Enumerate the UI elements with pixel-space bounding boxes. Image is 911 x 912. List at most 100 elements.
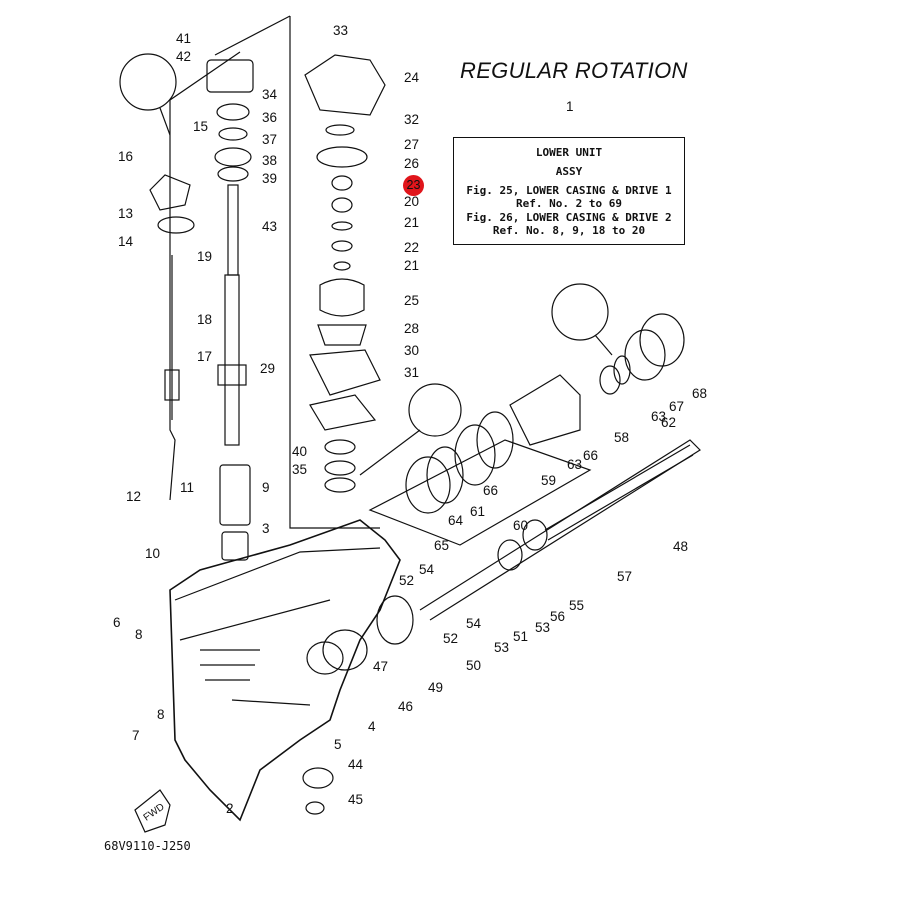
part-callout-63[interactable]: 63 bbox=[567, 457, 583, 472]
part-callout-65[interactable]: 65 bbox=[434, 538, 450, 553]
part-callout-44[interactable]: 44 bbox=[348, 757, 364, 772]
part-callout-58[interactable]: 58 bbox=[614, 430, 630, 445]
part-callout-55[interactable]: 55 bbox=[569, 598, 585, 613]
seal-35a bbox=[324, 460, 356, 476]
part-callout-53[interactable]: 53 bbox=[494, 640, 510, 655]
part-callout-39[interactable]: 39 bbox=[262, 171, 278, 186]
part-callout-67[interactable]: 67 bbox=[669, 399, 685, 414]
part-callout-53[interactable]: 53 bbox=[535, 620, 551, 635]
ring-nut-68 bbox=[624, 329, 666, 381]
part-callout-45[interactable]: 45 bbox=[348, 792, 364, 807]
part-callout-26[interactable]: 26 bbox=[404, 156, 420, 171]
part-callout-17[interactable]: 17 bbox=[197, 349, 213, 364]
part-callout-36[interactable]: 36 bbox=[262, 110, 278, 125]
part-callout-21[interactable]: 21 bbox=[404, 215, 420, 230]
part-callout-38[interactable]: 38 bbox=[262, 153, 278, 168]
part-callout-18[interactable]: 18 bbox=[197, 312, 213, 327]
part-callout-12[interactable]: 12 bbox=[126, 489, 142, 504]
part-callout-35[interactable]: 35 bbox=[292, 462, 308, 477]
part-callout-6[interactable]: 6 bbox=[113, 615, 121, 630]
callout-1: 1 bbox=[566, 99, 574, 114]
part-callout-3[interactable]: 3 bbox=[262, 521, 270, 536]
legend-line-5: Fig. 26, LOWER CASING & DRIVE 2 bbox=[466, 211, 672, 224]
part-callout-8[interactable]: 8 bbox=[135, 627, 143, 642]
part-callout-10[interactable]: 10 bbox=[145, 546, 161, 561]
part-callout-59[interactable]: 59 bbox=[541, 473, 557, 488]
part-callout-31[interactable]: 31 bbox=[404, 365, 420, 380]
part-callout-4[interactable]: 4 bbox=[368, 719, 376, 734]
part-callout-11[interactable]: 11 bbox=[180, 480, 195, 495]
part-callout-63[interactable]: 63 bbox=[651, 409, 667, 424]
part-callout-16[interactable]: 16 bbox=[118, 149, 134, 164]
part-callout-68[interactable]: 68 bbox=[692, 386, 708, 401]
rotation-title: REGULAR ROTATION bbox=[460, 58, 688, 83]
part-callout-7[interactable]: 7 bbox=[132, 728, 140, 743]
lower-casing-fins bbox=[200, 649, 311, 706]
highlighted-callout[interactable]: 23 bbox=[403, 175, 424, 196]
part-callout-40[interactable]: 40 bbox=[292, 444, 308, 459]
part-callout-50[interactable]: 50 bbox=[466, 658, 482, 673]
part-callout-42[interactable]: 42 bbox=[176, 49, 192, 64]
bearing-61 bbox=[454, 424, 496, 486]
part-callout-61[interactable]: 61 bbox=[470, 504, 486, 519]
part-callout-22[interactable]: 22 bbox=[404, 240, 420, 255]
part-callout-2[interactable]: 2 bbox=[226, 801, 234, 816]
bearing-4 bbox=[322, 629, 368, 671]
part-callout-15[interactable]: 15 bbox=[193, 119, 209, 134]
circlip-22 bbox=[331, 240, 353, 252]
part-callout-25[interactable]: 25 bbox=[404, 293, 420, 308]
part-callout-54[interactable]: 54 bbox=[419, 562, 435, 577]
inset-detail-GC bbox=[551, 283, 609, 341]
part-callout-47[interactable]: 47 bbox=[373, 659, 389, 674]
part-callout-66[interactable]: 66 bbox=[483, 483, 499, 498]
seal-35b bbox=[324, 477, 356, 493]
legend-line-4: Ref. No. 2 to 69 bbox=[516, 197, 622, 210]
part-callout-13[interactable]: 13 bbox=[118, 206, 134, 221]
gasket-31 bbox=[309, 394, 377, 431]
part-callout-30[interactable]: 30 bbox=[404, 343, 420, 358]
part-callout-37[interactable]: 37 bbox=[262, 132, 278, 147]
part-callout-33[interactable]: 33 bbox=[333, 23, 349, 38]
part-callout-51[interactable]: 51 bbox=[513, 629, 529, 644]
part-callout-54[interactable]: 54 bbox=[466, 616, 482, 631]
part-callout-49[interactable]: 49 bbox=[428, 680, 444, 695]
shim-5 bbox=[306, 641, 344, 675]
gear-46 bbox=[376, 595, 414, 645]
part-callout-27[interactable]: 27 bbox=[404, 137, 420, 152]
shift-bracket-13 bbox=[149, 174, 191, 211]
part-callout-57[interactable]: 57 bbox=[617, 569, 633, 584]
part-callout-60[interactable]: 60 bbox=[513, 518, 529, 533]
sleeve-9 bbox=[219, 464, 251, 526]
part-callout-52[interactable]: 52 bbox=[443, 631, 459, 646]
part-callout-34[interactable]: 34 bbox=[262, 87, 278, 102]
nut-45 bbox=[305, 801, 325, 815]
legend-line-6: Ref. No. 8, 9, 18 to 20 bbox=[492, 224, 646, 237]
part-callout-41[interactable]: 41 bbox=[176, 31, 192, 46]
seal-23 bbox=[331, 175, 353, 191]
part-callout-24[interactable]: 24 bbox=[404, 70, 420, 85]
part-callout-66[interactable]: 66 bbox=[583, 448, 599, 463]
part-callout-9[interactable]: 9 bbox=[262, 480, 270, 495]
part-callout-21[interactable]: 21 bbox=[404, 258, 420, 273]
part-callout-14[interactable]: 14 bbox=[118, 234, 134, 249]
part-callout-43[interactable]: 43 bbox=[262, 219, 278, 234]
seal-40 bbox=[324, 439, 356, 455]
gasket-26 bbox=[316, 146, 368, 168]
part-callout-32[interactable]: 32 bbox=[404, 112, 420, 127]
part-callout-20[interactable]: 20 bbox=[404, 194, 420, 209]
part-callout-8[interactable]: 8 bbox=[157, 707, 165, 722]
part-callout-29[interactable]: 29 bbox=[260, 361, 276, 376]
part-callout-64[interactable]: 64 bbox=[448, 513, 464, 528]
part-callout-48[interactable]: 48 bbox=[673, 539, 689, 554]
part-callout-19[interactable]: 19 bbox=[197, 249, 213, 264]
part-callout-46[interactable]: 46 bbox=[398, 699, 414, 714]
part-callout-5[interactable]: 5 bbox=[334, 737, 342, 752]
nut-69 bbox=[639, 313, 685, 367]
part-callout-52[interactable]: 52 bbox=[399, 573, 415, 588]
part-callout-28[interactable]: 28 bbox=[404, 321, 420, 336]
washer-63 bbox=[613, 355, 631, 385]
section-divider bbox=[214, 15, 291, 56]
part-callout-62[interactable]: 62 bbox=[661, 415, 677, 430]
part-callout-56[interactable]: 56 bbox=[550, 609, 566, 624]
spring-57 bbox=[522, 519, 548, 551]
